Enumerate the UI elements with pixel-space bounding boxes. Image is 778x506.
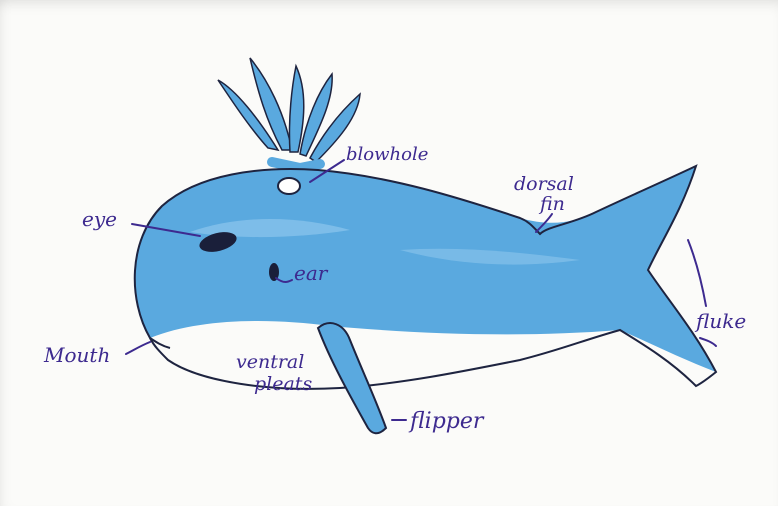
- label-flipper: flipper: [408, 409, 485, 434]
- label-ventral-pleats-line2: pleats: [254, 373, 312, 395]
- label-mouth: Mouth: [43, 343, 110, 367]
- label-fluke: fluke: [694, 309, 746, 333]
- label-eye: eye: [82, 207, 117, 231]
- water-spout: [218, 58, 360, 168]
- label-dorsal-fin-line2: fin: [538, 193, 565, 215]
- whale-body: [135, 166, 716, 389]
- blowhole: [278, 178, 300, 194]
- label-ear: ear: [294, 261, 329, 285]
- label-blowhole: blowhole: [346, 144, 428, 165]
- label-ventral-pleats-line1: ventral: [236, 351, 304, 373]
- label-dorsal-fin-line1: dorsal: [514, 173, 574, 195]
